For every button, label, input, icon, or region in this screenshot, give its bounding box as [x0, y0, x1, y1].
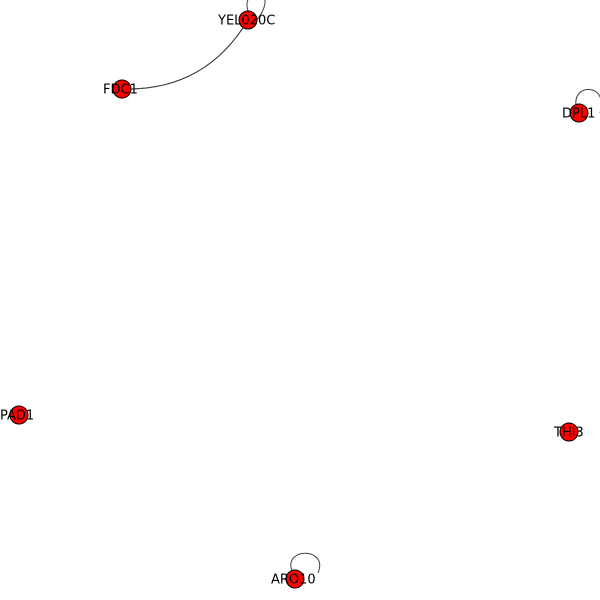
edge-self-loop-dpl1 [575, 89, 600, 113]
node-aro10[interactable] [285, 569, 305, 589]
edge-self-loop-yel020c [246, 0, 266, 21]
node-label-pad1: PAD1 [0, 409, 34, 424]
edge-self-loop-aro10 [290, 552, 321, 574]
node-label-dpl1: DPL1 [562, 107, 595, 122]
node-label-fdc1: FDC1 [103, 83, 138, 98]
edges-layer [121, 0, 600, 574]
node-label-thi3: THI3 [553, 426, 584, 441]
edge-yel020c-to-fdc1 [121, 19, 249, 90]
node-pad1[interactable] [9, 405, 29, 425]
node-thi3[interactable] [559, 422, 579, 442]
node-fdc1[interactable] [112, 79, 132, 99]
node-label-yel020c: YEL020C [217, 14, 275, 29]
nodes-layer [9, 10, 589, 589]
node-yel020c[interactable] [238, 10, 258, 30]
node-dpl1[interactable] [569, 103, 589, 123]
edge-fdc1-to-yel020c [121, 19, 249, 90]
node-label-aro10: ARO10 [271, 573, 316, 588]
